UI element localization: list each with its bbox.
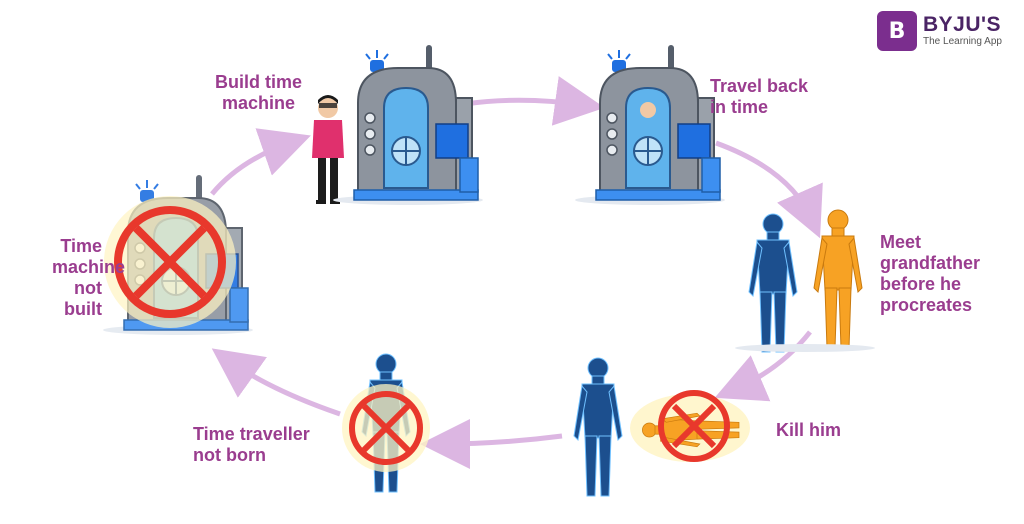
brand-tagline: The Learning App	[923, 36, 1002, 47]
time-machine-build	[332, 44, 484, 206]
arrow-meet-to-kill	[714, 330, 812, 402]
arrow-kill-to-not-born	[420, 418, 563, 469]
label-not-born: Time traveller not born	[193, 424, 310, 465]
time-traveller-figure	[312, 95, 344, 204]
brand-logo-mark: B	[877, 11, 917, 51]
traveller-body-blue	[748, 213, 798, 353]
brand-logo: B BYJU'S The Learning App	[877, 11, 1002, 51]
label-travel-back: Travel back in time	[710, 76, 809, 117]
arrow-build-to-travel	[464, 76, 605, 126]
time-machine-travel	[574, 44, 726, 206]
cross-not-built	[114, 206, 226, 318]
label-kill-him: Kill him	[776, 420, 842, 440]
brand-logo-text: BYJU'S The Learning App	[923, 14, 1002, 48]
label-build-time-machine: Build time machine	[215, 72, 303, 113]
traveller-body-kill	[573, 357, 623, 497]
grandfather-body-orange	[813, 209, 863, 349]
brand-name: BYJU'S	[923, 13, 1002, 36]
arrow-not-born-to-not-built	[211, 348, 341, 417]
cross-not-born	[349, 391, 423, 465]
label-not-built: Time machine not built	[52, 236, 126, 319]
arrow-not-built-to-build	[210, 128, 311, 196]
cross-kill	[658, 390, 730, 462]
label-meet-grandfather: Meet grandfather before he procreates	[880, 232, 981, 315]
arrow-travel-to-meet	[715, 140, 823, 239]
